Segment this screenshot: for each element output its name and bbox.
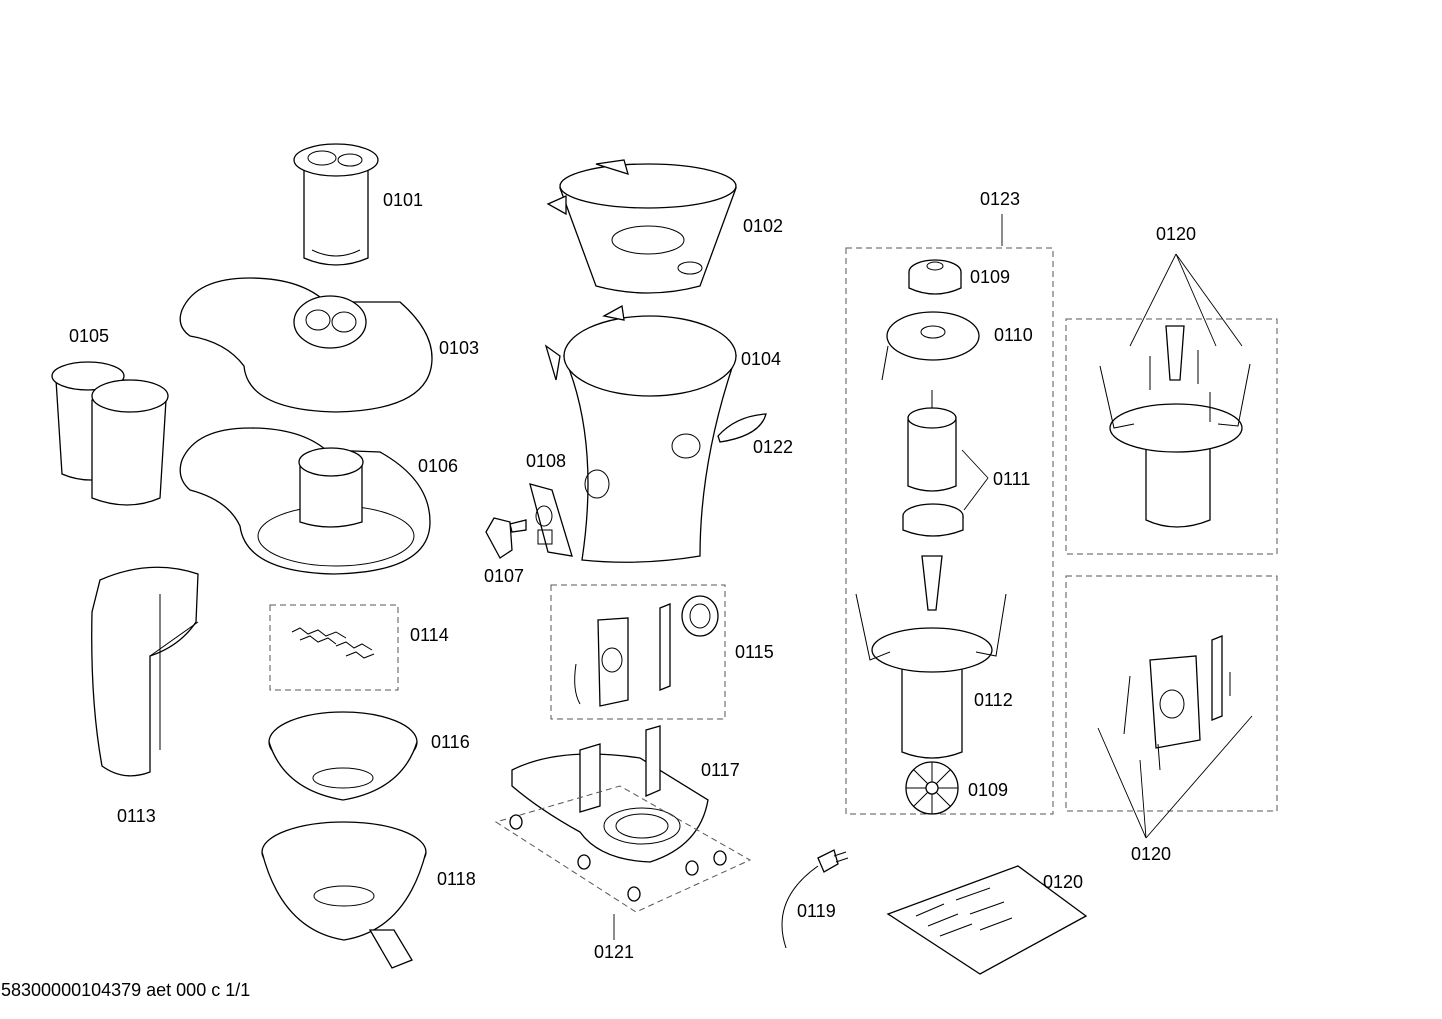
group-box-0123 <box>845 247 1054 815</box>
group-box-0115 <box>550 584 726 720</box>
group-box-0120-bottom <box>1065 575 1278 812</box>
part-0118-juice-bowl <box>261 821 427 969</box>
label-0106: 0106 <box>418 456 458 476</box>
label-0113: 0113 <box>117 806 156 826</box>
label-0108: 0108 <box>526 451 566 471</box>
part-0113-jug <box>91 566 199 777</box>
label-0102: 0102 <box>743 216 783 236</box>
label-0103: 0103 <box>439 338 479 358</box>
label-0118: 0118 <box>437 869 476 889</box>
part-0102-lid-bowl <box>546 159 737 294</box>
part-0101-pusher <box>293 143 379 266</box>
label-0115: 0115 <box>735 642 774 662</box>
part-0110-motor-plate <box>881 311 980 381</box>
label-0119: 0119 <box>797 901 836 921</box>
label-0120-bottom: 0120 <box>1131 844 1171 864</box>
label-0117: 0117 <box>701 760 740 780</box>
label-0120-bag: 0120 <box>1043 872 1083 892</box>
part-0120-spare-parts-bag <box>886 865 1088 975</box>
label-0104: 0104 <box>741 349 781 369</box>
part-0122-side-panel <box>717 413 767 443</box>
label-0107: 0107 <box>484 566 524 586</box>
label-0121: 0121 <box>594 942 634 962</box>
part-0115-switch-bracket <box>574 595 719 707</box>
label-0110: 0110 <box>994 325 1033 345</box>
part-0120-motor-housing-assembly <box>1099 325 1251 528</box>
label-0120-top: 0120 <box>1156 224 1196 244</box>
part-0111-motor <box>902 390 964 537</box>
part-0114-clips <box>291 627 375 659</box>
group-box-0120-top <box>1065 318 1278 555</box>
label-0123: 0123 <box>980 189 1020 209</box>
part-0116-filter-basket <box>268 711 418 801</box>
label-0109-bottom: 0109 <box>968 780 1008 800</box>
label-0105: 0105 <box>69 326 109 346</box>
part-0106-lid <box>179 427 431 575</box>
part-0107-knob <box>485 517 527 559</box>
part-0120-switch-assembly <box>1123 635 1231 771</box>
part-0117-base <box>511 725 709 863</box>
label-0114: 0114 <box>410 625 449 645</box>
label-0111: 0111 <box>993 469 1030 489</box>
group-box-0114 <box>269 604 399 691</box>
part-0109-fan <box>905 761 959 815</box>
label-0116: 0116 <box>431 732 470 752</box>
part-0119-power-cord <box>781 849 849 949</box>
part-0108-switch-module <box>529 483 573 557</box>
part-0109-coupling <box>908 259 962 295</box>
label-0101: 0101 <box>383 190 423 210</box>
part-0103-filter-disc <box>179 277 433 413</box>
group-outline-0121 <box>494 785 752 913</box>
document-reference-footer: 58300000104379 aet 000 c 1/1 <box>1 980 251 1000</box>
part-0112-motor-housing <box>855 555 1007 759</box>
label-0112: 0112 <box>974 690 1013 710</box>
part-0121-feet <box>509 814 727 902</box>
part-0105-froth-cup <box>51 361 169 506</box>
label-0122: 0122 <box>753 437 793 457</box>
part-0104-housing <box>544 304 737 563</box>
label-0109-top: 0109 <box>970 267 1010 287</box>
